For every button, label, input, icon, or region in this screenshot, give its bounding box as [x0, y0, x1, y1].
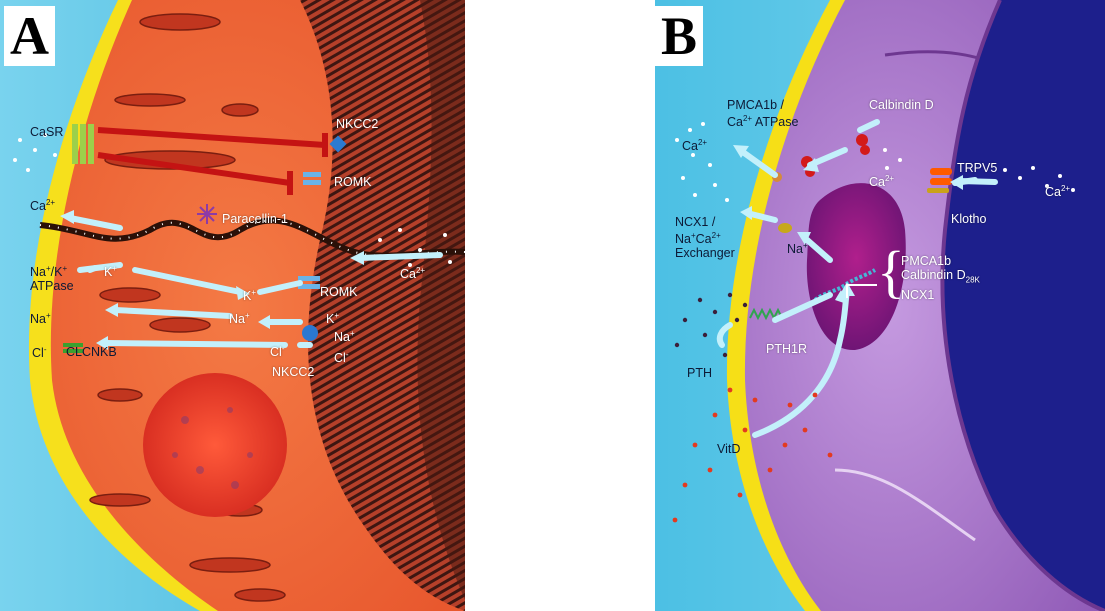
- label-clcnkb: CLCNKB: [66, 345, 117, 359]
- label-ca-left-b: Ca2+: [682, 136, 707, 153]
- label-k-3: K+: [326, 309, 339, 326]
- label-pmca: PMCA1b /Ca2+ ATPase: [727, 98, 798, 129]
- label-casr: CaSR: [30, 125, 63, 139]
- label-cl-mid: Cl-: [270, 342, 284, 359]
- casr-receptor: [72, 124, 94, 164]
- label-paracellin-1: Paracellin-1: [222, 212, 288, 226]
- label-genes: PMCA1bCalbindin D28KNCX1: [901, 254, 980, 302]
- label-romk-top: ROMK: [334, 175, 372, 189]
- panel-a-tal-cell: A CaSR NKCC2 ROMK Ca2+ Paracellin-1 Ca2+…: [0, 0, 465, 611]
- label-ncx1: NCX1 /Na+Ca2+Exchanger: [675, 215, 735, 260]
- panel-a-illustration: [0, 0, 465, 611]
- label-ca-right: Ca2+: [400, 264, 425, 281]
- label-romk-mid: ROMK: [320, 285, 358, 299]
- ncx1-exchanger: [778, 223, 792, 233]
- label-nkcc2-top: NKCC2: [336, 117, 378, 131]
- label-na-left: Na+: [30, 309, 51, 326]
- panel-b-letter: B: [655, 6, 703, 66]
- label-na-3: Na+: [334, 327, 355, 344]
- trpv5-channel: [927, 168, 952, 193]
- label-klotho: Klotho: [951, 212, 986, 226]
- label-pth1r: PTH1R: [766, 342, 807, 356]
- panel-a-letter: A: [4, 6, 55, 66]
- paracellin-1-marker: [197, 204, 217, 224]
- nkcc2-cotransporter: [302, 325, 318, 341]
- label-na-mid: Na+: [229, 309, 250, 326]
- label-trpv5: TRPV5: [957, 161, 997, 175]
- label-pth: PTH: [687, 366, 712, 380]
- label-cl-left: Cl-: [32, 343, 46, 360]
- label-na-b: Na+: [787, 239, 808, 256]
- label-ca-right-b: Ca2+: [1045, 182, 1070, 199]
- label-k-1: K+: [104, 262, 117, 279]
- label-k-2: K+: [243, 286, 256, 303]
- panel-b-dct-cell: B PMCA1b /Ca2+ ATPase Calbindin D Ca2+ C…: [655, 0, 1105, 611]
- label-ca-left: Ca2+: [30, 196, 55, 213]
- label-calbindin-top: Calbindin D: [869, 98, 934, 112]
- label-nkcc2-bottom: NKCC2: [272, 365, 314, 379]
- nucleus: [143, 373, 287, 517]
- label-ca-mid-b: Ca2+: [869, 172, 894, 189]
- label-vitd: VitD: [717, 442, 740, 456]
- panel-b-illustration: [655, 0, 1105, 611]
- label-cl-right: Cl-: [334, 348, 348, 365]
- label-na-k-atpase: Na+/K+ATPase: [30, 262, 74, 293]
